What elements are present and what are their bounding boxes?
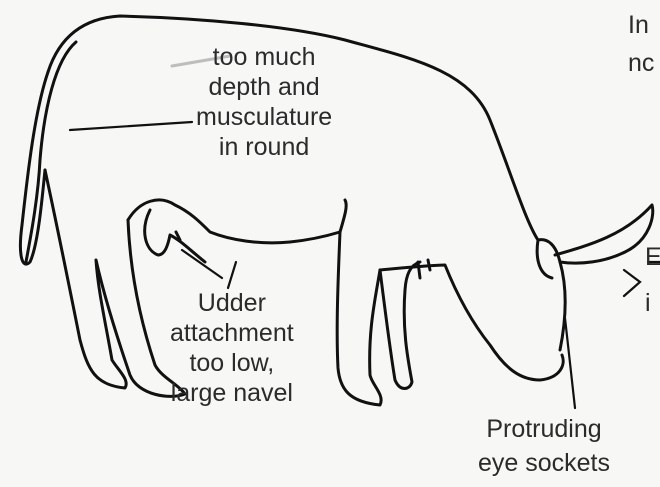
- annotation-udder: Udder attachment too low, large navel: [170, 288, 294, 408]
- annotation-mid-right-line-2: i: [645, 280, 660, 326]
- annotation-mid-right-line-1: E: [645, 234, 660, 280]
- leader-line-navel: [228, 262, 236, 288]
- annotation-eyes-line-2: eye sockets: [478, 446, 610, 480]
- cow-horn: [555, 205, 653, 263]
- cow-udder-outline: [128, 200, 340, 262]
- leader-line-eyes: [565, 318, 575, 408]
- annotation-eyes: Protruding eye sockets: [478, 412, 610, 480]
- annotation-mid-right-cut: E i: [645, 234, 660, 330]
- annotation-top-right-line-1: In: [628, 6, 660, 44]
- annotation-udder-line-4: large navel: [170, 378, 294, 408]
- leader-line-right-bracket: [624, 270, 640, 296]
- annotation-udder-line-1: Udder: [170, 288, 294, 318]
- annotation-udder-line-3: too low,: [170, 348, 294, 378]
- annotation-round-line-3: musculature: [196, 102, 332, 132]
- annotation-round-line-4: in round: [196, 132, 332, 162]
- annotation-top-right-line-3: nc: [628, 44, 660, 82]
- leader-line-udder: [182, 250, 222, 278]
- annotation-round-line-2: depth and: [196, 72, 332, 102]
- cow-hind-leg: [45, 170, 185, 396]
- leader-line-round: [70, 122, 192, 130]
- annotation-udder-line-2: attachment: [170, 318, 294, 348]
- cow-head: [537, 240, 565, 350]
- annotation-top-right-cut: In nc: [628, 6, 660, 124]
- cow-front-leg: [337, 232, 420, 405]
- annotation-round-line-1: too much: [196, 42, 332, 72]
- cow-tail: [20, 42, 76, 264]
- annotation-eyes-line-1: Protruding: [478, 412, 610, 446]
- annotation-round: too much depth and musculature in round: [196, 42, 332, 162]
